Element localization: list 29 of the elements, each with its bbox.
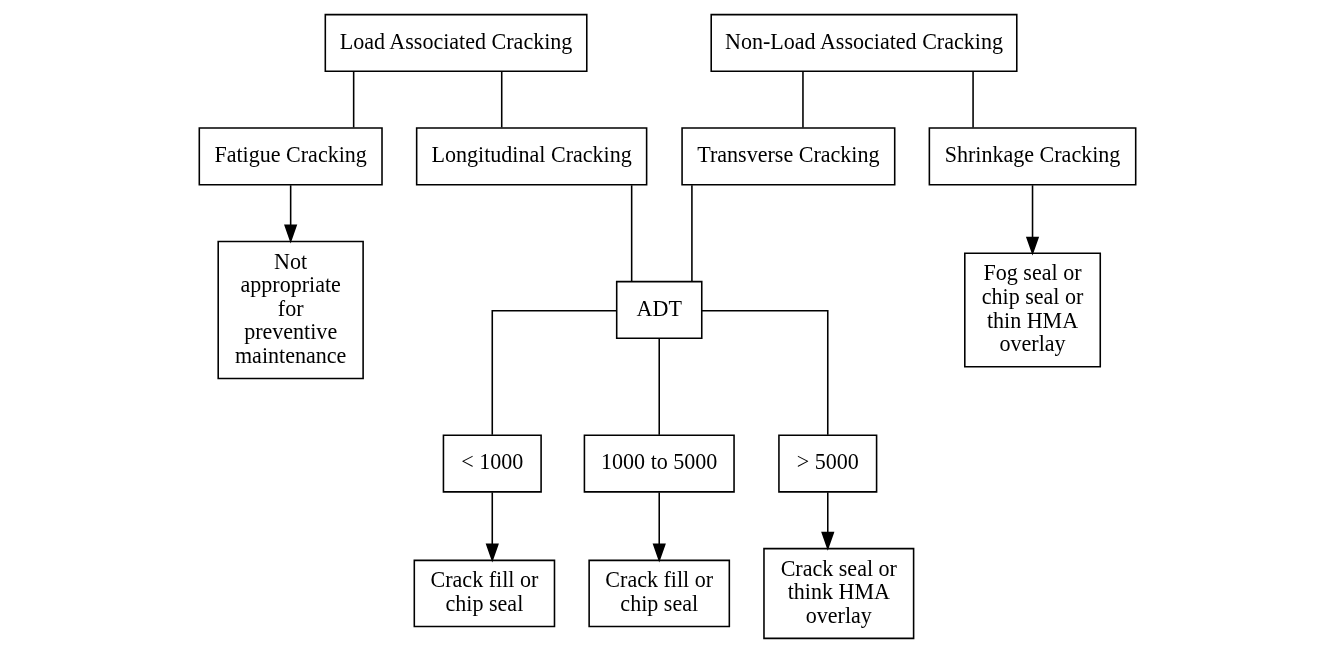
node-box: Not appropriate for preventive maintenance bbox=[217, 240, 364, 380]
arrow bbox=[652, 491, 666, 563]
node-box: Longitudinal Cracking bbox=[415, 127, 648, 186]
node-box: Crack fill or chip seal bbox=[413, 559, 556, 628]
connector bbox=[630, 184, 633, 282]
arrow bbox=[1025, 184, 1040, 256]
connector bbox=[802, 70, 804, 129]
node-box: < 1000 bbox=[442, 434, 542, 493]
arrow bbox=[284, 184, 298, 244]
node-box: Transverse Cracking bbox=[681, 127, 896, 186]
node-box: > 5000 bbox=[778, 434, 878, 493]
node-box: Non-Load Associated Cracking bbox=[710, 13, 1018, 73]
connector bbox=[691, 184, 693, 282]
node-box: Fatigue Cracking bbox=[198, 127, 383, 186]
node-box: Load Associated Cracking bbox=[324, 13, 588, 73]
arrow bbox=[485, 491, 499, 563]
connector bbox=[500, 70, 503, 129]
node-box: Crack seal or think HMA overlay bbox=[763, 547, 915, 640]
node-box: Crack fill or chip seal bbox=[588, 559, 731, 628]
connector bbox=[491, 309, 618, 436]
node-box: ADT bbox=[615, 280, 703, 340]
connector bbox=[352, 70, 355, 129]
connector bbox=[700, 309, 829, 436]
node-box: Fog seal or chip seal or thin HMA overlay bbox=[964, 252, 1102, 368]
connector bbox=[658, 338, 660, 436]
node-box: Shrinkage Cracking bbox=[928, 127, 1137, 186]
connector bbox=[972, 70, 974, 129]
node-box: 1000 to 5000 bbox=[583, 434, 735, 493]
arrow bbox=[821, 491, 835, 551]
